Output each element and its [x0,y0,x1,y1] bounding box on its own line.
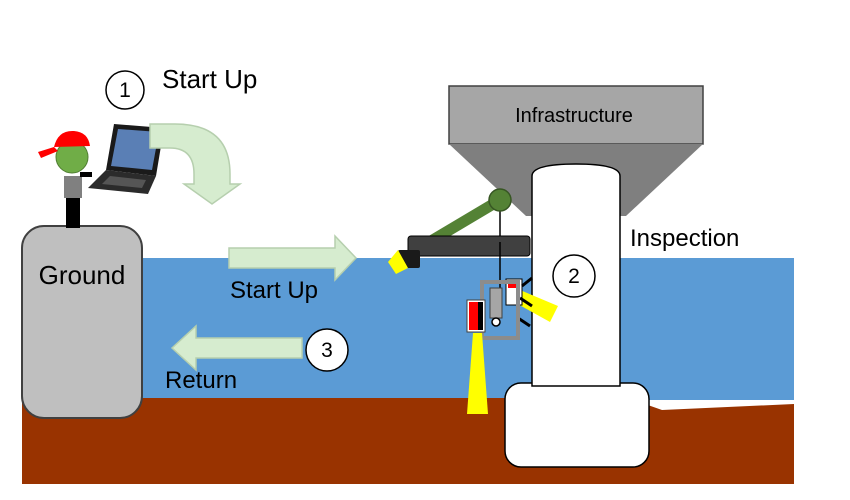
water-body [22,258,794,400]
inspection-label: Inspection [630,225,739,252]
start-up-label-top: Start Up [162,64,257,94]
left-arrow-icon [170,324,303,372]
operator-figure [38,130,92,228]
step-2-circle [552,254,596,298]
start-up-label-middle: Start Up [230,277,318,304]
step-2-number: 2 [568,265,580,288]
right-arrow-icon [228,234,358,282]
ground-label: Ground [39,260,126,290]
step-1-number: 1 [119,79,131,102]
laptop-icon [88,124,164,194]
ground-block [21,225,143,419]
boom-lamp-icon [388,250,420,274]
step-3-number: 3 [321,339,333,362]
infrastructure-deck [448,85,704,145]
step-1-circle [105,70,145,110]
step-3-circle [305,328,349,372]
pier-base [504,382,650,468]
robot-boom [407,235,531,257]
soil-bed [22,398,794,484]
curved-arrow-icon [149,123,243,205]
hanging-lamp-icon [466,299,488,414]
return-label: Return [165,367,237,394]
infrastructure-label: Infrastructure [515,105,633,127]
